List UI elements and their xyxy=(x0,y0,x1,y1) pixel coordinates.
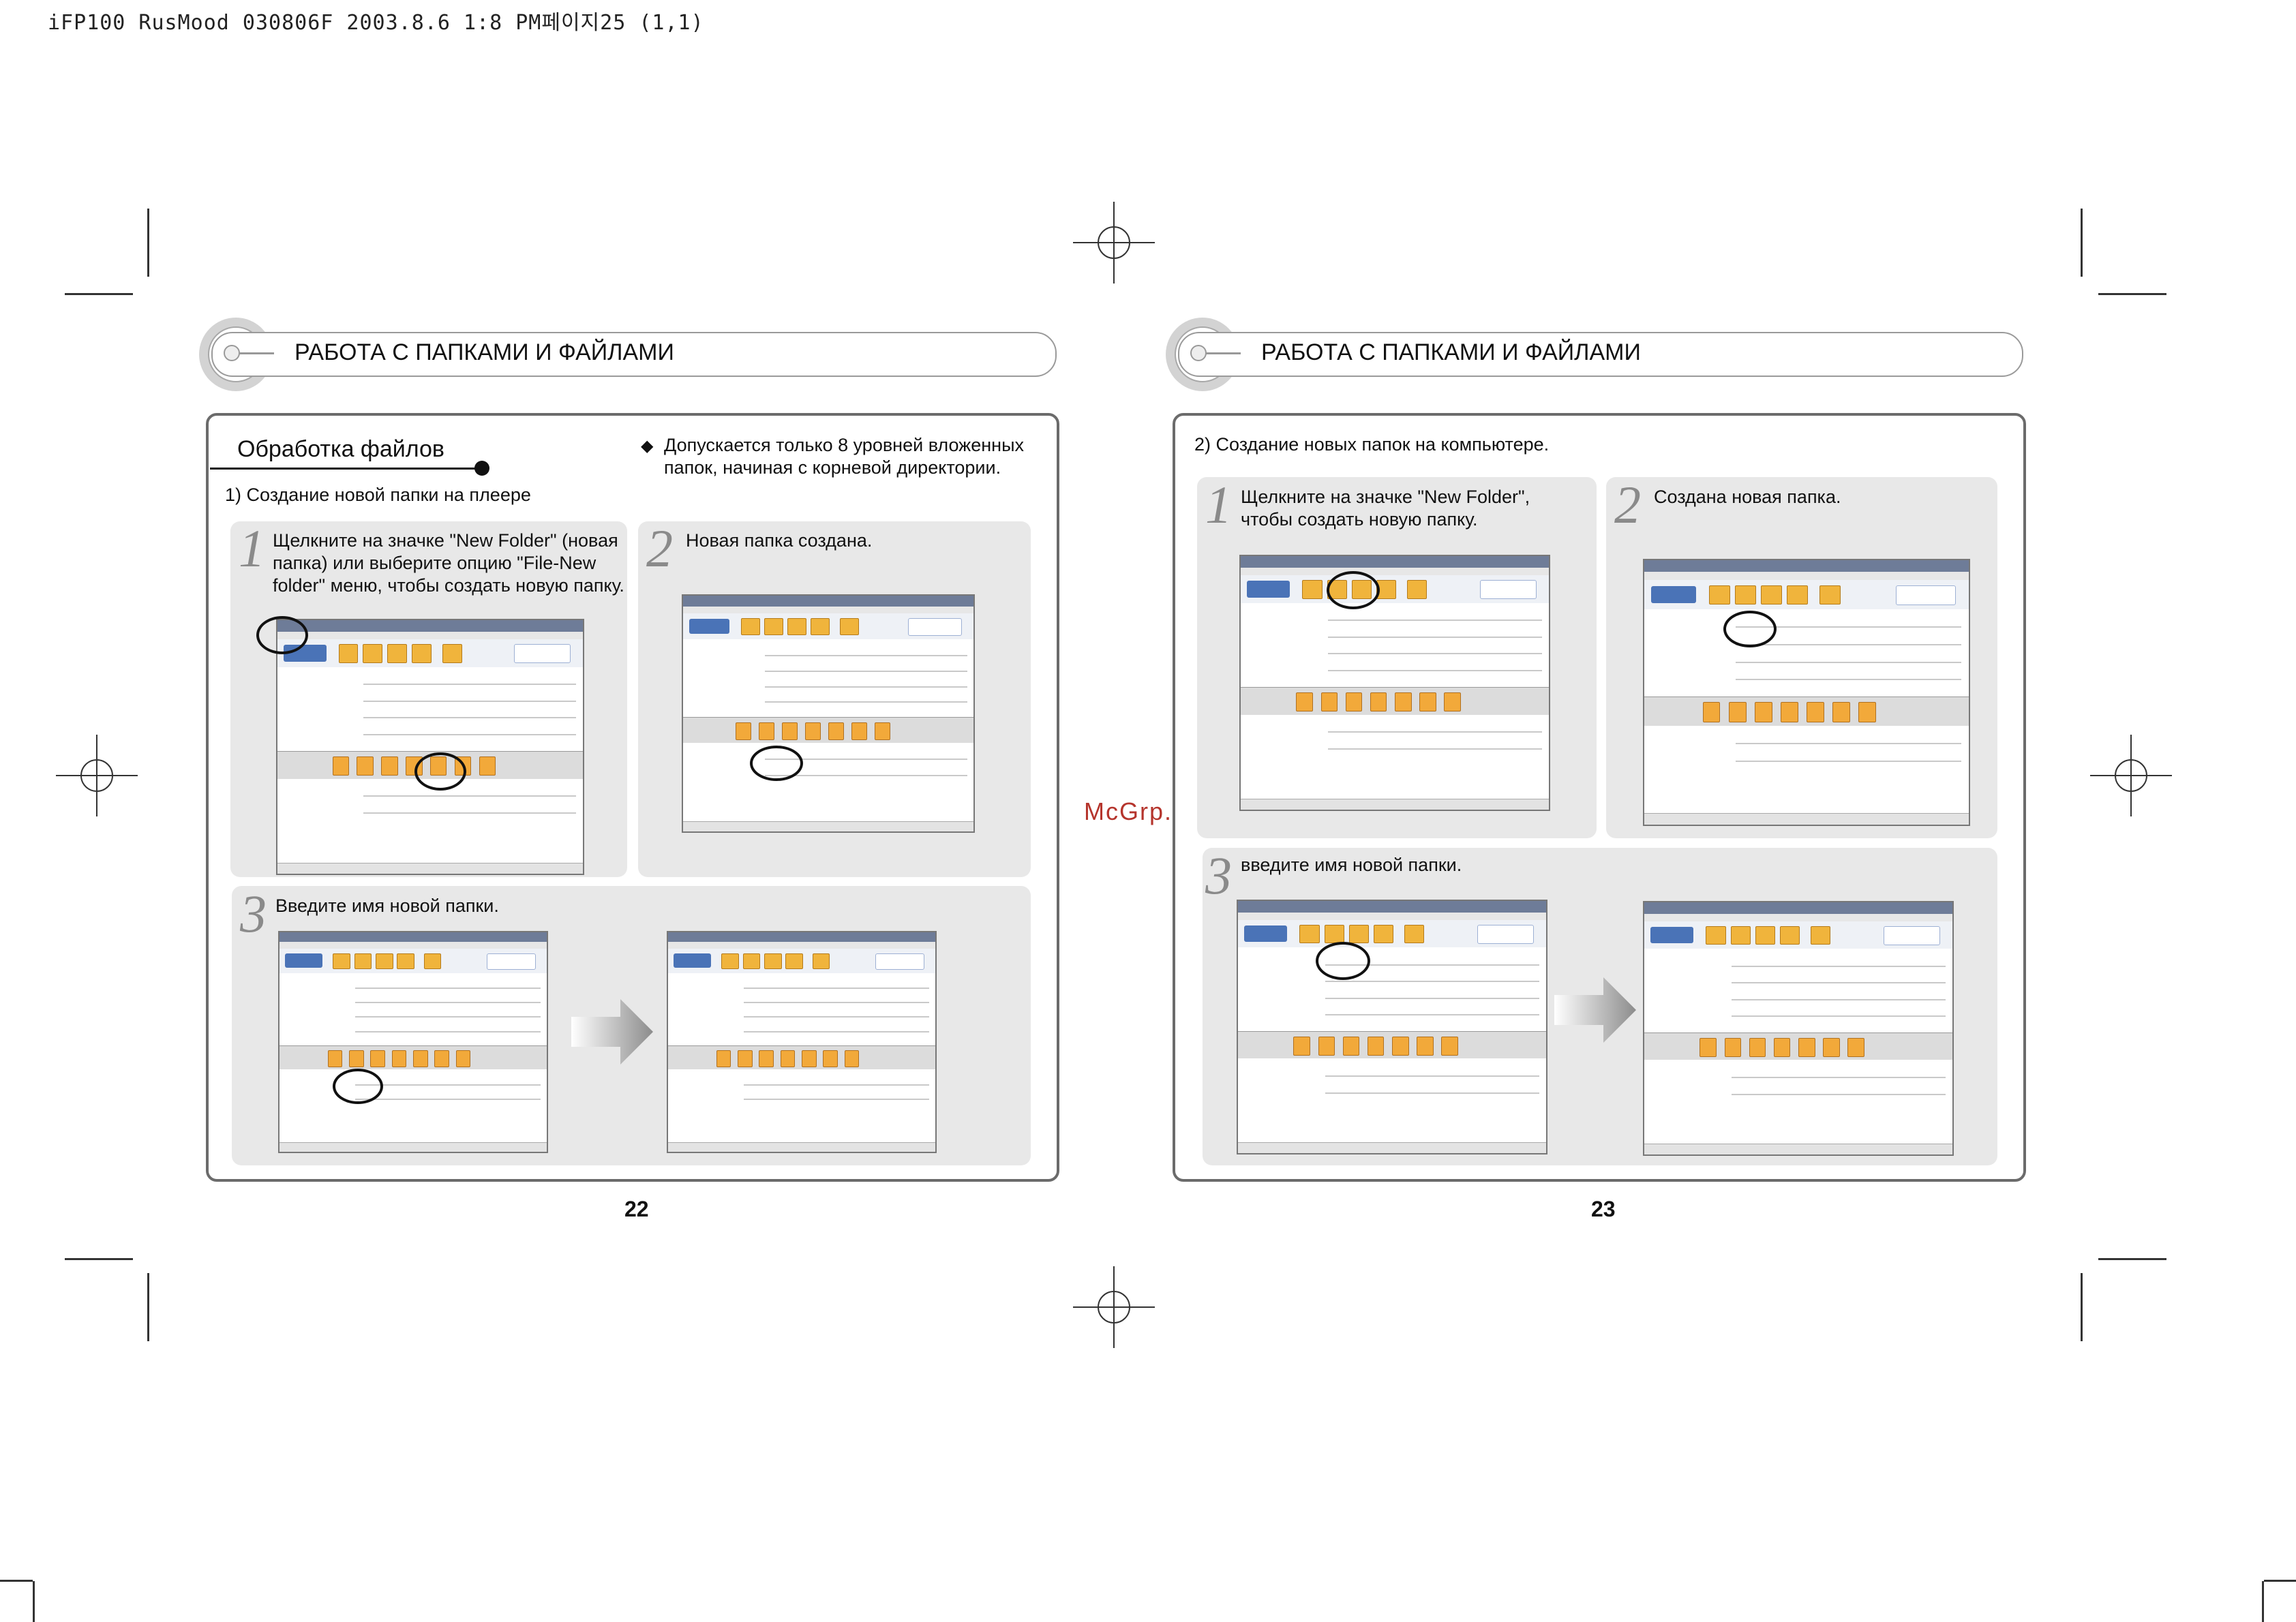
crop-mark xyxy=(2264,1580,2296,1582)
title-bar xyxy=(211,332,1057,377)
note-text: Допускается только 8 уровней вложенных п… xyxy=(664,435,1024,478)
section-underline xyxy=(210,468,483,470)
step-number: 1 xyxy=(1205,475,1232,534)
page-title: РАБОТА С ПАПКАМИ И ФАЙЛАМИ xyxy=(1261,339,1641,365)
highlight-circle xyxy=(1327,571,1380,609)
crop-mark xyxy=(2081,209,2083,277)
screenshot-window xyxy=(276,619,584,875)
print-header: iFP100 RusMood 030806F 2003.8.6 1:8 PM페이… xyxy=(48,11,704,35)
screenshot-window xyxy=(667,931,937,1153)
crop-mark xyxy=(65,1258,133,1260)
registration-mark-bottom xyxy=(1073,1266,1155,1348)
step-text: Щелкните на значке "New Folder", чтобы с… xyxy=(1241,487,1530,530)
crop-mark xyxy=(2098,293,2166,295)
title-line xyxy=(239,352,274,354)
crop-mark xyxy=(2098,1258,2166,1260)
highlight-circle xyxy=(750,746,803,781)
note-bullet: ◆ xyxy=(641,437,654,455)
screenshot-window xyxy=(1237,900,1547,1154)
crop-mark xyxy=(33,1581,35,1622)
crop-mark xyxy=(0,1580,33,1582)
screenshot-window xyxy=(1239,555,1550,811)
crop-mark xyxy=(2262,1581,2264,1622)
highlight-circle xyxy=(256,616,308,654)
crop-mark xyxy=(147,209,149,277)
screenshot-window xyxy=(1643,901,1954,1156)
crop-mark xyxy=(2081,1273,2083,1341)
step-number: 1 xyxy=(239,519,265,578)
step-number: 2 xyxy=(1614,475,1641,534)
title-line xyxy=(1205,352,1241,354)
subsection-heading: 1) Создание новой папки на плеере xyxy=(225,485,531,505)
arrow-right-icon xyxy=(571,999,653,1065)
step-text: Создана новая папка. xyxy=(1654,487,1841,507)
page-number: 23 xyxy=(1591,1197,1616,1221)
screenshot-window xyxy=(682,594,975,833)
title-bar xyxy=(1178,332,2023,377)
step-text: введите имя новой папки. xyxy=(1241,855,1462,875)
page-title: РАБОТА С ПАПКАМИ И ФАЙЛАМИ xyxy=(294,339,674,365)
crop-mark xyxy=(147,1273,149,1341)
screenshot-window xyxy=(1643,559,1970,826)
highlight-circle xyxy=(333,1069,383,1104)
highlight-circle xyxy=(1723,611,1777,647)
page-number: 22 xyxy=(624,1197,649,1221)
section-underline-dot xyxy=(474,461,489,476)
arrow-right-icon xyxy=(1554,977,1636,1043)
step-number: 3 xyxy=(240,884,267,943)
crop-mark xyxy=(65,293,133,295)
highlight-circle xyxy=(414,752,466,791)
section-title: Обработка файлов xyxy=(237,436,444,462)
step-text: Новая папка создана. xyxy=(686,530,873,551)
registration-mark-right xyxy=(2090,735,2172,816)
step-text: Щелкните на значке "New Folder" (новая п… xyxy=(273,530,624,596)
highlight-circle xyxy=(1316,942,1370,980)
screenshot-window xyxy=(278,931,548,1153)
registration-mark-top xyxy=(1073,202,1155,284)
registration-mark-left xyxy=(56,735,138,816)
title-dot xyxy=(224,345,240,361)
subsection-heading: 2) Создание новых папок на компьютере. xyxy=(1194,434,1550,455)
step-text: Введите имя новой папки. xyxy=(275,896,499,916)
step-number: 2 xyxy=(646,519,673,578)
step-number: 3 xyxy=(1205,846,1232,905)
title-dot xyxy=(1190,345,1207,361)
